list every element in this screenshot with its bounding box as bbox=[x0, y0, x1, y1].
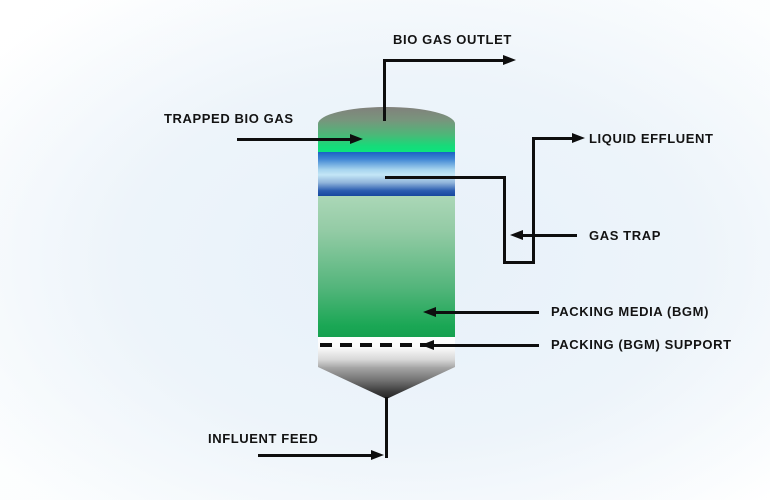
influent-pipe-vertical bbox=[385, 397, 388, 458]
packing-support-dashed-line bbox=[320, 343, 432, 347]
label-influent-feed: INFLUENT FEED bbox=[208, 431, 319, 446]
effluent-line-out bbox=[532, 137, 573, 140]
vessel-liquid-layer bbox=[318, 152, 455, 196]
label-liquid-effluent: LIQUID EFFLUENT bbox=[589, 131, 714, 146]
vessel-bottom-cone bbox=[318, 367, 455, 399]
influent-line-horizontal bbox=[258, 454, 372, 457]
effluent-arrowhead-icon bbox=[572, 133, 585, 143]
label-gas-trap: GAS TRAP bbox=[589, 228, 661, 243]
outlet-arrowhead-icon bbox=[503, 55, 516, 65]
influent-arrowhead-icon bbox=[371, 450, 384, 460]
packing-media-pointer-line bbox=[436, 311, 539, 314]
label-packing-support: PACKING (BGM) SUPPORT bbox=[551, 337, 732, 352]
gas-trap-bottom-leg bbox=[503, 261, 535, 264]
outlet-line-vertical bbox=[383, 59, 386, 121]
outlet-line-horizontal bbox=[383, 59, 504, 62]
gas-trap-pointer-line bbox=[523, 234, 577, 237]
packing-media-arrowhead-icon bbox=[423, 307, 436, 317]
gas-trap-arrowhead-icon bbox=[510, 230, 523, 240]
label-trapped-bio-gas: TRAPPED BIO GAS bbox=[164, 111, 294, 126]
effluent-line-from-vessel bbox=[385, 176, 506, 179]
gas-trap-down-leg bbox=[503, 176, 506, 264]
trapped-bio-gas-line bbox=[237, 138, 351, 141]
packing-support-pointer-line bbox=[434, 344, 539, 347]
trapped-bio-gas-arrowhead-icon bbox=[350, 134, 363, 144]
vessel-packing-support-band bbox=[318, 337, 455, 367]
label-bio-gas-outlet: BIO GAS OUTLET bbox=[393, 32, 512, 47]
gas-trap-up-leg bbox=[532, 137, 535, 264]
packing-support-arrowhead-icon bbox=[421, 340, 434, 350]
label-packing-media: PACKING MEDIA (BGM) bbox=[551, 304, 709, 319]
vessel-dome-headspace bbox=[318, 107, 455, 152]
